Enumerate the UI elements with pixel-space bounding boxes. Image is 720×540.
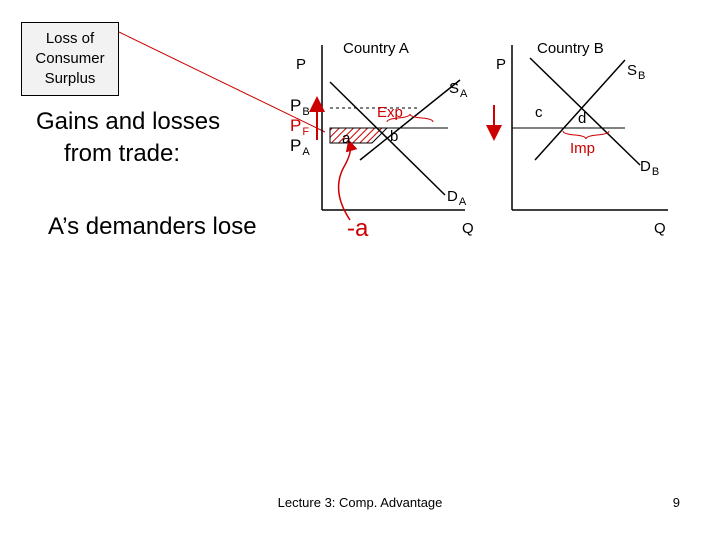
country-a-supply-curve [359,79,461,161]
country-a-demand-label: DA [447,188,467,208]
country-b-supply-curve [534,59,626,161]
area-d-label: d [578,110,587,127]
exports-label: Exp [377,104,403,121]
country-b-supply-label: SB [627,62,646,82]
area-a-label: a [342,130,351,147]
country-a-supply-label: SA [449,80,468,100]
callout-line-1: Loss of [45,30,95,47]
callout-pointer-line [118,31,326,133]
area-b-label: b [390,128,399,145]
footer-lecture-title: Lecture 3: Comp. Advantage [277,495,443,510]
heading-line-2: from trade: [64,140,181,167]
area-c-label: c [535,104,543,121]
country-b-demand-curve [529,57,641,166]
country-b-demand-label: DB [640,158,660,178]
caption-demanders-lose: A’s demanders lose [48,213,257,240]
country-b-p-axis-label: P [496,56,507,73]
country-a-p-axis-label: P [296,56,307,73]
heading-line-1: Gains and losses [36,108,221,135]
price-label-pb: PB [290,96,310,118]
callout-line-2: Consumer [35,50,105,67]
country-b-title: Country B [537,40,604,57]
price-label-pf: PF [290,116,310,138]
slide-number: 9 [672,495,680,510]
country-a-demand-curve [329,81,446,196]
imports-label: Imp [570,140,596,157]
price-label-pa: PA [290,136,310,158]
imports-bracket [562,130,610,140]
callout-line-3: Surplus [44,70,96,87]
country-a-q-axis-label: Q [462,220,474,237]
loss-pointer-curve [337,139,358,221]
loss-minus-a-label: -a [347,215,369,242]
area-a-hatched [329,127,389,144]
exports-bracket [386,113,434,123]
country-b-q-axis-label: Q [654,220,666,237]
country-a-title: Country A [343,40,409,57]
loss-of-consumer-surplus-callout: Loss of Consumer Surplus [21,22,119,96]
